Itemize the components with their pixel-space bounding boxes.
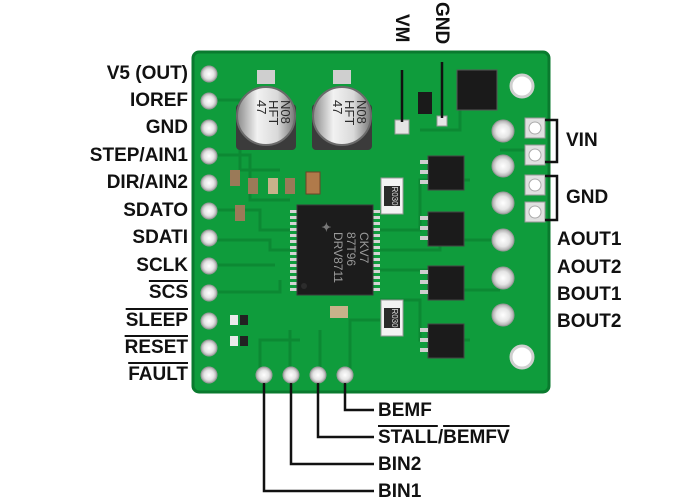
pin-label-stall-bemfv: STALL/BEMFV [378, 428, 510, 447]
bemf-callout [343, 383, 374, 412]
pcb-shade [191, 50, 551, 394]
right-terminals [491, 117, 546, 327]
cap-left-code: HFT [266, 100, 281, 125]
pin-label-vin: VIN [566, 130, 598, 151]
pin-label-ioref: IOREF [129, 90, 188, 111]
resistor-r1-label: R030 [390, 186, 399, 206]
cap-right-code: HFT [342, 100, 357, 125]
mounting-hole [509, 73, 535, 99]
pin-label-sleep: SLEEP [125, 310, 188, 331]
bin2-callout [289, 383, 374, 466]
capacitor-right [312, 70, 372, 150]
pin-label-bemf: BEMF [378, 400, 432, 421]
mounting-hole [509, 344, 535, 370]
cap-left-value: 47 [254, 100, 269, 114]
pin-label-dir-ain2: DIR/AIN2 [106, 172, 188, 193]
top-right-ic [456, 69, 498, 111]
pin-label-separator: / [437, 427, 444, 448]
ti-logo: ✦ [319, 222, 333, 232]
pin-label-step-ain1: STEP/AIN1 [89, 145, 188, 166]
stall-callout [316, 383, 374, 439]
pin-label-stall: STALL [378, 427, 438, 448]
drv8711-chip: ✦ DRV8711 87T96 CKV7 [290, 204, 380, 296]
pin-label-bout1: BOUT1 [557, 284, 622, 305]
chip-line2: 87T96 [344, 232, 358, 266]
resistor-r2-label: R030 [390, 308, 399, 328]
vin-bracket [545, 118, 559, 164]
pin-label-gnd-right: GND [566, 187, 609, 208]
mosfets [427, 155, 465, 359]
pin-label-scs: SCS [148, 282, 188, 303]
mosfet-pins [420, 160, 428, 352]
chip-line1: DRV8711 [331, 232, 345, 283]
passives [230, 170, 348, 346]
chip-line3: CKV7 [357, 232, 371, 264]
pin-label-gnd-top: GND [431, 2, 452, 45]
capacitor-left [236, 70, 296, 150]
pin-label-bin2: BIN2 [378, 454, 422, 475]
pin-label-reset: RESET [124, 337, 188, 358]
pin-label-v5-out: V5 (OUT) [106, 63, 188, 84]
pin-label-sdato: SDATO [123, 200, 188, 221]
pin-label-vm: VM [391, 14, 412, 43]
pin-label-bout2: BOUT2 [557, 311, 622, 332]
pin-label-sclk: SCLK [136, 255, 188, 276]
pin-label-aout1: AOUT1 [557, 229, 622, 250]
pin-label-gnd: GND [145, 117, 188, 138]
cap-left-series: N08 [278, 100, 293, 124]
pin-label-fault: FAULT [128, 364, 188, 385]
left-pin-pads [200, 65, 218, 384]
cap-right-series: N08 [354, 100, 369, 124]
small-diode [418, 92, 432, 114]
pin-label-sdati: SDATI [132, 227, 188, 248]
bin1-callout [262, 383, 374, 493]
bottom-pin-pads [255, 366, 354, 384]
cap-right-value: 47 [330, 100, 345, 114]
pin-label-bin1: BIN1 [378, 481, 422, 502]
pin-label-bemfv: BEMFV [443, 427, 510, 448]
gnd-right-bracket [545, 174, 559, 222]
sense-resistor [380, 299, 404, 337]
pin-label-aout2: AOUT2 [557, 257, 622, 278]
sense-resistor [380, 177, 404, 215]
